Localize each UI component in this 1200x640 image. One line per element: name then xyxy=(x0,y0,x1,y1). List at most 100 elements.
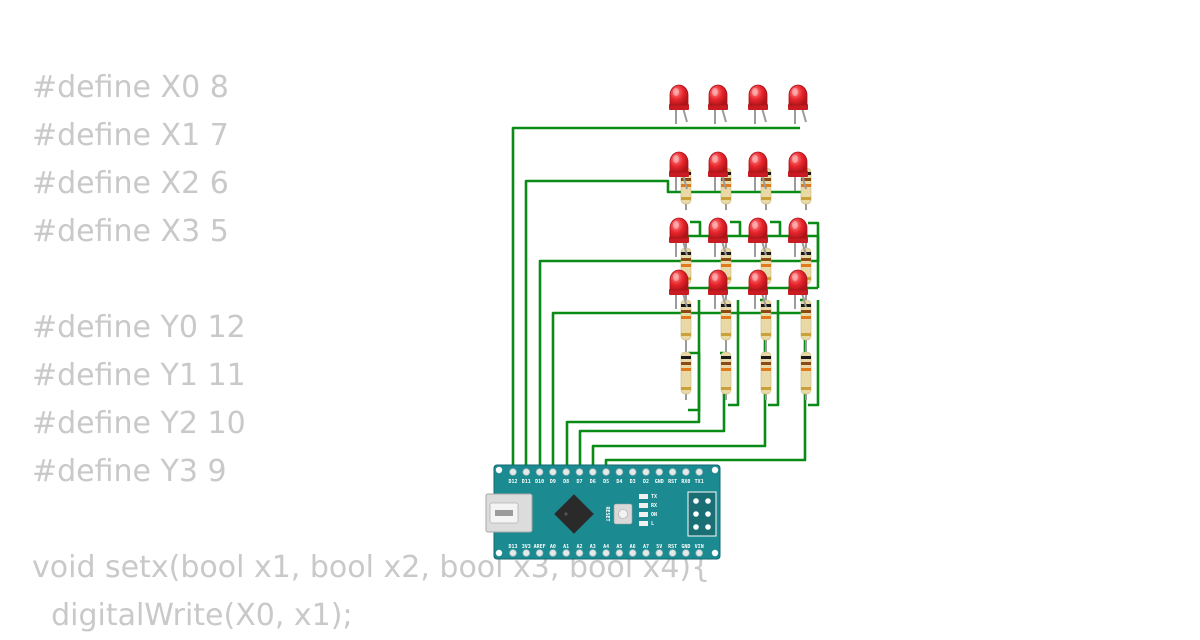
wire xyxy=(768,300,780,407)
resistor-band xyxy=(721,197,731,200)
code-line: #define X1 7 xyxy=(32,118,229,153)
wire xyxy=(524,179,805,468)
led-base xyxy=(708,171,728,177)
led-lead xyxy=(761,174,767,190)
resistor-band xyxy=(681,258,691,261)
pin-label: D6 xyxy=(590,479,596,485)
header-pin xyxy=(655,468,664,476)
led-base xyxy=(788,104,808,110)
led-dome xyxy=(788,217,808,239)
resistor-band xyxy=(721,264,731,267)
status-led-label: RX xyxy=(651,503,657,509)
led-base xyxy=(748,171,768,177)
microcontroller-chip xyxy=(554,494,594,534)
code-line: #define X3 5 xyxy=(32,214,229,249)
led-lead xyxy=(721,107,727,123)
led-base xyxy=(788,171,808,177)
resistor-band xyxy=(801,387,811,390)
resistor-band xyxy=(721,178,731,181)
resistor xyxy=(760,346,772,400)
header-pin xyxy=(535,468,544,476)
status-led xyxy=(639,503,648,508)
led xyxy=(708,151,728,191)
led-base xyxy=(669,104,689,110)
header-pin xyxy=(602,468,610,476)
pin-label: D3 xyxy=(630,479,636,485)
wire xyxy=(730,220,742,236)
status-led xyxy=(639,512,648,517)
pin-label: RX0 xyxy=(681,479,690,485)
resistor-band xyxy=(761,356,771,359)
status-led xyxy=(639,521,648,526)
led xyxy=(669,151,689,191)
resistor-band xyxy=(681,368,691,371)
header-pin xyxy=(535,549,544,557)
led-lead xyxy=(801,292,807,308)
resistor-band xyxy=(761,368,771,371)
led-highlight xyxy=(752,273,758,281)
led-lead xyxy=(761,292,767,308)
led-lead xyxy=(682,292,688,308)
pin-label: D12 xyxy=(508,479,517,485)
resistor-band xyxy=(721,258,731,261)
icsp-pin xyxy=(693,498,699,504)
resistor-band xyxy=(681,197,691,200)
reset-button-cap xyxy=(618,509,628,519)
resistor-band xyxy=(761,333,771,336)
resistor-band xyxy=(801,316,811,319)
led-dome xyxy=(708,217,728,239)
status-led-label: ON xyxy=(651,512,657,518)
resistor-band xyxy=(721,310,731,313)
pin-label: A5 xyxy=(616,544,622,550)
resistor xyxy=(800,346,812,400)
led-dome xyxy=(748,217,768,239)
header-pin xyxy=(668,549,677,557)
led-lead xyxy=(682,240,688,256)
led-base xyxy=(708,104,728,110)
pin-label: AREF xyxy=(534,544,546,550)
led-highlight xyxy=(752,221,758,229)
pin-label: A1 xyxy=(563,544,569,550)
resistor-band xyxy=(801,333,811,336)
resistor-band xyxy=(681,310,691,313)
led-lead xyxy=(801,107,807,123)
icsp-pin xyxy=(705,498,711,504)
led xyxy=(748,217,768,257)
pin-label: A2 xyxy=(576,544,582,550)
led-dome xyxy=(788,151,808,173)
pin-label: GND xyxy=(681,544,690,550)
led-highlight xyxy=(752,88,758,96)
resistor xyxy=(800,294,812,346)
resistor-band xyxy=(721,387,731,390)
header-pin xyxy=(522,549,531,557)
pin-label: D2 xyxy=(643,479,649,485)
led xyxy=(748,269,768,309)
pin-label: D5 xyxy=(603,479,609,485)
pin-label: RST xyxy=(668,544,677,550)
resistor-band xyxy=(801,264,811,267)
led-lead xyxy=(801,240,807,256)
led-base xyxy=(669,171,689,177)
reset-label: RESET xyxy=(604,506,610,521)
led-dome xyxy=(708,151,728,173)
resistor-band xyxy=(801,362,811,365)
mounting-hole xyxy=(495,466,503,474)
wire xyxy=(808,300,820,407)
led-base xyxy=(748,104,768,110)
led-highlight xyxy=(673,221,679,229)
header-pin xyxy=(655,549,664,557)
icsp-pin xyxy=(705,524,711,530)
header-pin xyxy=(615,549,624,557)
led xyxy=(748,151,768,191)
header-pin xyxy=(575,549,584,557)
led-highlight xyxy=(792,88,798,96)
resistor-band xyxy=(761,316,771,319)
code-line: #define Y3 9 xyxy=(32,454,227,489)
led-base xyxy=(708,237,728,243)
resistor-band xyxy=(721,316,731,319)
header-pin xyxy=(509,468,517,476)
wire xyxy=(770,220,782,236)
led-highlight xyxy=(673,273,679,281)
resistor-band xyxy=(801,368,811,371)
wire xyxy=(690,220,702,236)
